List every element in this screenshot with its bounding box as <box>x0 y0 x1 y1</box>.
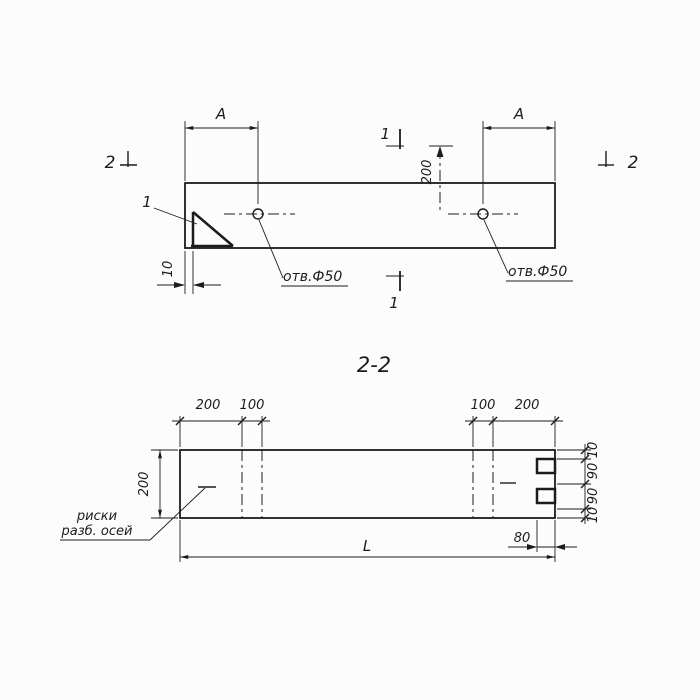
dim-right-10-top: 10 <box>586 442 601 459</box>
detail-callout-label: 1 <box>142 193 152 211</box>
dim-200-vertical: 200 <box>420 145 453 214</box>
section-2-right-label: 2 <box>628 153 639 173</box>
dim-a-left: A <box>184 105 259 204</box>
dim-top-right-200: 200 <box>515 398 540 413</box>
section-2-left-label: 2 <box>105 153 116 173</box>
beam-outline <box>184 182 556 249</box>
hole-label-left: отв.Ф50 <box>258 219 348 287</box>
dim-length-label: L <box>363 537 371 555</box>
hole-right <box>477 208 489 220</box>
dim-length: L <box>179 520 555 562</box>
dims-right-chain: 10 90 90 10 <box>557 442 601 524</box>
dim-10: 10 <box>157 251 221 294</box>
axis-label-line1: риски <box>76 509 117 524</box>
detail-callout: 1 <box>142 193 198 225</box>
notch-bottom <box>535 487 557 505</box>
dim-top-left-200: 200 <box>196 398 221 413</box>
bottom-view: 200 200 100 100 200 <box>60 398 601 562</box>
dim-a-left-label: A <box>215 105 226 123</box>
section-outline <box>179 449 556 519</box>
dims-top-right: 100 200 <box>465 398 563 447</box>
chamfer-detail <box>191 211 234 248</box>
section-2-marks: 2 2 <box>105 151 639 173</box>
notch-top <box>535 457 557 475</box>
hole-left-label: отв.Ф50 <box>283 269 342 285</box>
dim-top-left-100: 100 <box>240 398 265 413</box>
dim-height-200: 200 <box>137 449 178 519</box>
dim-80: 80 <box>508 520 577 562</box>
dim-10-label: 10 <box>161 261 176 278</box>
top-view: 1 отв.Ф50 отв.Ф50 A A <box>105 105 639 312</box>
dim-right-90-bottom: 90 <box>586 488 601 505</box>
dim-right-10-bottom: 10 <box>586 507 601 524</box>
section-1-bottom-label: 1 <box>389 294 399 312</box>
dim-a-right-label: A <box>513 105 524 123</box>
dims-top-left: 200 100 <box>172 398 270 447</box>
hole-label-right: отв.Ф50 <box>483 219 573 282</box>
section-title: 2-2 <box>357 353 391 377</box>
hole-left <box>252 208 264 220</box>
hole-right-label: отв.Ф50 <box>508 264 567 280</box>
dim-right-90-top: 90 <box>586 463 601 480</box>
dim-top-right-100: 100 <box>471 398 496 413</box>
section-1-top-label: 1 <box>380 125 390 143</box>
section-1-marks: 1 1 <box>380 125 404 312</box>
dim-200-label: 200 <box>420 160 435 185</box>
axis-label-line2: разб. осей <box>61 524 133 539</box>
axis-marks-label: риски разб. осей <box>60 487 206 541</box>
dim-height-200-label: 200 <box>137 472 152 497</box>
dim-a-right: A <box>482 105 556 204</box>
dim-80-label: 80 <box>514 531 531 546</box>
